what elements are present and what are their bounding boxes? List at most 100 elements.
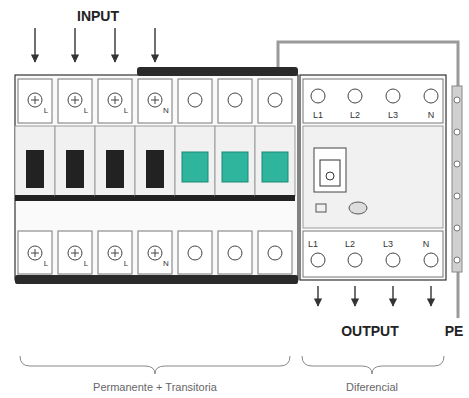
terminal-block bbox=[98, 79, 132, 123]
terminal-screw bbox=[386, 89, 400, 103]
module bbox=[255, 79, 295, 274]
input-arrow bbox=[74, 28, 75, 62]
terminal-screw bbox=[268, 246, 282, 260]
group-label: Permanente + Transitoria bbox=[93, 382, 217, 393]
module bbox=[175, 79, 215, 274]
terminal-block bbox=[178, 79, 212, 123]
module-band bbox=[135, 195, 175, 201]
terminal-screw bbox=[386, 253, 400, 267]
rcd-terminals bbox=[311, 89, 438, 267]
output-arrow bbox=[392, 286, 393, 306]
terminal-screw bbox=[148, 246, 162, 260]
pe-screw bbox=[454, 97, 460, 103]
terminal-screw bbox=[108, 93, 122, 107]
terminal-block bbox=[18, 231, 52, 274]
terminal-screw bbox=[108, 246, 122, 260]
pe-screw bbox=[454, 225, 460, 231]
din-base bbox=[15, 275, 298, 284]
module-body bbox=[215, 126, 255, 196]
terminal-label: L2 bbox=[350, 111, 360, 120]
terminal-screw bbox=[311, 89, 325, 103]
output-arrow bbox=[317, 286, 318, 306]
terminal-screw bbox=[424, 253, 438, 267]
terminal-screw bbox=[28, 93, 42, 107]
module bbox=[215, 79, 255, 274]
terminal-screw bbox=[148, 93, 162, 107]
terminal-label: L bbox=[124, 260, 128, 268]
pe-screws bbox=[454, 97, 460, 263]
screw-slot bbox=[71, 249, 79, 257]
input-label: INPUT bbox=[77, 9, 119, 23]
terminal-block bbox=[138, 231, 172, 274]
modules bbox=[15, 79, 295, 274]
terminal-label: N bbox=[163, 107, 169, 115]
terminal-label: L bbox=[84, 260, 88, 268]
pe-screw bbox=[454, 257, 460, 263]
rcd-lever-housing bbox=[314, 148, 346, 192]
terminal-label: L3 bbox=[388, 111, 398, 120]
rcd-indicator bbox=[316, 204, 326, 212]
module-band bbox=[55, 195, 95, 201]
rcd-body bbox=[303, 126, 443, 228]
group-label: Diferencial bbox=[346, 382, 398, 393]
brace bbox=[20, 356, 290, 374]
terminal-block bbox=[218, 79, 252, 123]
terminal-block bbox=[58, 79, 92, 123]
module-body bbox=[15, 126, 55, 196]
terminal-block bbox=[58, 231, 92, 274]
terminal-screw bbox=[68, 246, 82, 260]
terminal-screw bbox=[188, 93, 202, 107]
spd-cartridge bbox=[182, 152, 208, 182]
terminal-label: L3 bbox=[383, 240, 393, 249]
breaker-toggle bbox=[26, 150, 44, 188]
output-label: OUTPUT bbox=[341, 324, 399, 338]
output-arrow bbox=[430, 286, 431, 306]
spd-block-frame bbox=[15, 75, 298, 280]
terminal-block bbox=[258, 231, 292, 274]
pe-wire bbox=[278, 42, 458, 318]
module-band bbox=[215, 195, 255, 201]
module bbox=[55, 79, 95, 274]
terminal-label: N bbox=[428, 111, 435, 120]
module-body bbox=[175, 126, 215, 196]
screw-slot bbox=[111, 249, 119, 257]
terminal-screw bbox=[424, 89, 438, 103]
terminal-label: L2 bbox=[345, 240, 355, 249]
input-arrow bbox=[154, 28, 155, 62]
output-arrow bbox=[354, 286, 355, 306]
rcd-test-button bbox=[349, 202, 367, 214]
terminal-label: N bbox=[423, 240, 430, 249]
terminal-label: L bbox=[84, 107, 88, 115]
screw-slot bbox=[31, 249, 39, 257]
spd-cartridge bbox=[262, 152, 288, 182]
module-band bbox=[255, 195, 295, 201]
terminal-screw bbox=[348, 89, 362, 103]
pe-label: PE bbox=[445, 324, 464, 338]
busbar-top bbox=[137, 67, 298, 76]
breaker-toggle bbox=[66, 150, 84, 188]
input-arrow bbox=[34, 28, 35, 62]
rcd-lever-pin bbox=[326, 172, 334, 180]
rcd-lever bbox=[320, 160, 340, 186]
terminal-screw bbox=[348, 253, 362, 267]
rcd-bottom-terminals bbox=[303, 231, 443, 277]
terminal-screw bbox=[228, 246, 242, 260]
terminal-block bbox=[258, 79, 292, 123]
pe-screw bbox=[454, 193, 460, 199]
module-body bbox=[95, 126, 135, 196]
terminal-block bbox=[138, 79, 172, 123]
terminal-label: L1 bbox=[313, 111, 323, 120]
terminal-label: L1 bbox=[308, 240, 318, 249]
pe-screw bbox=[454, 129, 460, 135]
terminal-screw bbox=[268, 93, 282, 107]
arrows bbox=[35, 28, 431, 306]
module bbox=[135, 79, 175, 274]
module bbox=[15, 79, 55, 274]
terminal-screw bbox=[188, 246, 202, 260]
terminal-block bbox=[178, 231, 212, 274]
rcd-frame bbox=[300, 75, 446, 280]
terminal-label: N bbox=[163, 260, 169, 268]
module-body bbox=[135, 126, 175, 196]
